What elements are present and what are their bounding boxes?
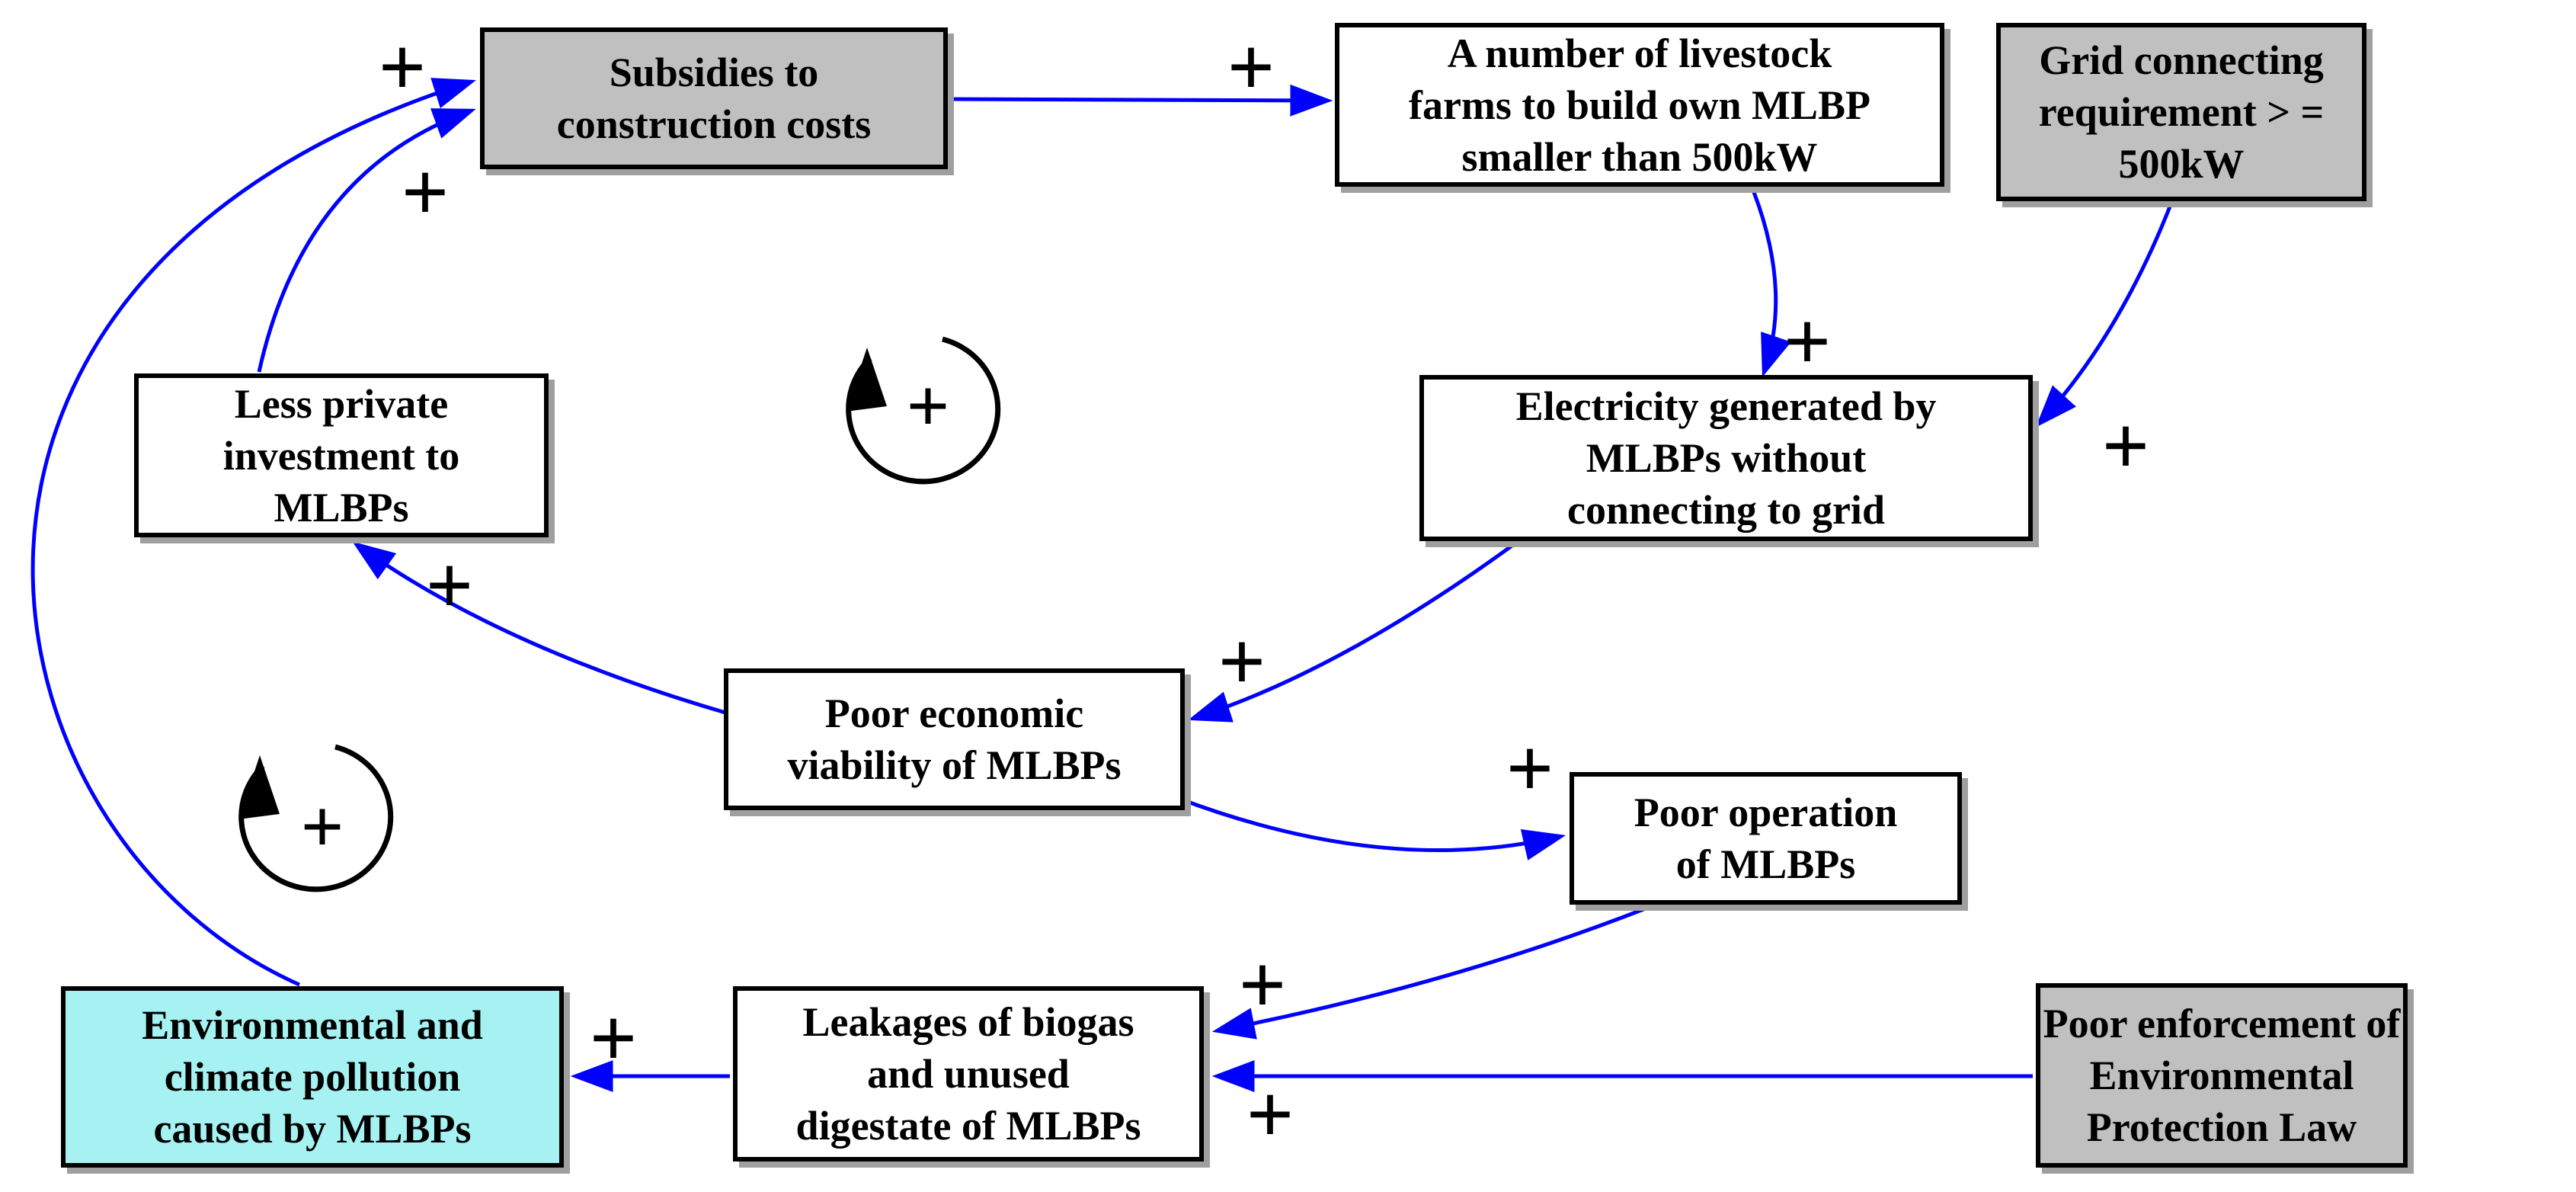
polarity-grid_requirement-electricity_without_grid: + bbox=[2101, 399, 2150, 492]
node-less_private_investment: Less private investment to MLBPs bbox=[134, 373, 549, 537]
node-label-line: smaller than 500kW bbox=[1461, 133, 1818, 180]
node-label-line: Poor enforcement of bbox=[2043, 1001, 2401, 1046]
node-label-line: digestate of MLBPs bbox=[795, 1103, 1141, 1149]
node-label-line: viability of MLBPs bbox=[787, 742, 1122, 788]
polarity-poor_operation-leakages: + bbox=[1238, 938, 1287, 1031]
node-label-line: farms to build own MLBP bbox=[1408, 82, 1871, 128]
node-label-line: climate pollution bbox=[164, 1054, 461, 1100]
arrow-poor_operation-leakages bbox=[1211, 905, 1650, 1040]
polarity-pollution-subsidies: + bbox=[378, 21, 427, 114]
node-label-line: MLBPs without bbox=[1586, 435, 1867, 481]
node-label-line: of MLBPs bbox=[1675, 841, 1856, 887]
node-poor_economic_viability: Poor economic viability of MLBPs bbox=[724, 668, 1185, 810]
arrow-poor_economic_viability-less_private_investment bbox=[352, 541, 726, 715]
arrow-electricity_without_grid-poor_economic_viability bbox=[1188, 540, 1518, 723]
polarity-livestock_farms-electricity_without_grid: + bbox=[1783, 295, 1832, 388]
polarity-poor_economic_viability-less_private_investment: + bbox=[425, 539, 474, 632]
node-grid_requirement: Grid connecting requirement > = 500kW bbox=[1996, 23, 2366, 201]
loop-2-arrow bbox=[238, 744, 394, 892]
node-poor_operation: Poor operation of MLBPs bbox=[1570, 772, 1962, 905]
polarity-less_private_investment-subsidies: + bbox=[401, 146, 450, 239]
node-livestock_farms: A number of livestock farms to build own … bbox=[1335, 23, 1944, 187]
polarity-poor_economic_viability-poor_operation: + bbox=[1506, 722, 1554, 815]
node-label-line: Environmental and bbox=[142, 1002, 483, 1048]
node-electricity_without_grid: Electricity generated by MLBPs without con… bbox=[1419, 375, 2033, 541]
node-pollution: Environmental and climate pollution caused… bbox=[61, 986, 564, 1168]
arrow-subsidies-livestock_farms bbox=[949, 84, 1333, 117]
node-label-line: and unused bbox=[867, 1051, 1070, 1097]
loop-2-polarity: + bbox=[300, 784, 344, 869]
arrow-less_private_investment-subsidies bbox=[257, 108, 476, 373]
node-label-line: connecting to grid bbox=[1567, 487, 1885, 533]
polarity-electricity_without_grid-poor_economic_viability: + bbox=[1218, 615, 1266, 708]
node-label-line: investment to bbox=[222, 432, 460, 479]
arrow-poor_economic_viability-poor_operation bbox=[1179, 796, 1566, 860]
node-label-line: Protection Law bbox=[2086, 1104, 2357, 1150]
arrow-pollution-subsidies bbox=[30, 78, 476, 987]
node-label-line: Environmental bbox=[2089, 1053, 2354, 1098]
node-label-line: requirement > = bbox=[2038, 89, 2325, 135]
node-subsidies: Subsidies to construction costs bbox=[480, 27, 948, 169]
polarity-poor_enforcement-leakages: + bbox=[1246, 1068, 1294, 1161]
node-label-line: Leakages of biogas bbox=[802, 999, 1134, 1045]
node-label-line: Subsidies to bbox=[609, 50, 819, 95]
node-label-line: caused by MLBPs bbox=[153, 1106, 472, 1152]
node-label-line: MLBPs bbox=[274, 484, 409, 530]
polarity-leakages-pollution: + bbox=[589, 992, 638, 1085]
polarity-subsidies-livestock_farms: + bbox=[1227, 21, 1275, 114]
node-label-line: construction costs bbox=[556, 101, 872, 147]
arrow-grid_requirement-electricity_without_grid bbox=[2035, 202, 2174, 428]
arrow-livestock_farms-electricity_without_grid bbox=[1750, 187, 1791, 377]
node-label-line: Grid connecting bbox=[2039, 37, 2324, 83]
node-label-line: Poor operation bbox=[1634, 790, 1898, 835]
node-label-line: A number of livestock bbox=[1447, 30, 1832, 76]
loop-1-polarity: + bbox=[906, 364, 950, 448]
loop-1-arrow bbox=[846, 336, 1001, 485]
node-label-line: Poor economic bbox=[824, 691, 1084, 736]
node-label-line: Less private bbox=[234, 380, 449, 427]
node-leakages: Leakages of biogas and unused digestate of… bbox=[733, 986, 1204, 1162]
node-label-line: 500kW bbox=[2118, 141, 2245, 187]
node-label-line: Electricity generated by bbox=[1515, 383, 1937, 429]
